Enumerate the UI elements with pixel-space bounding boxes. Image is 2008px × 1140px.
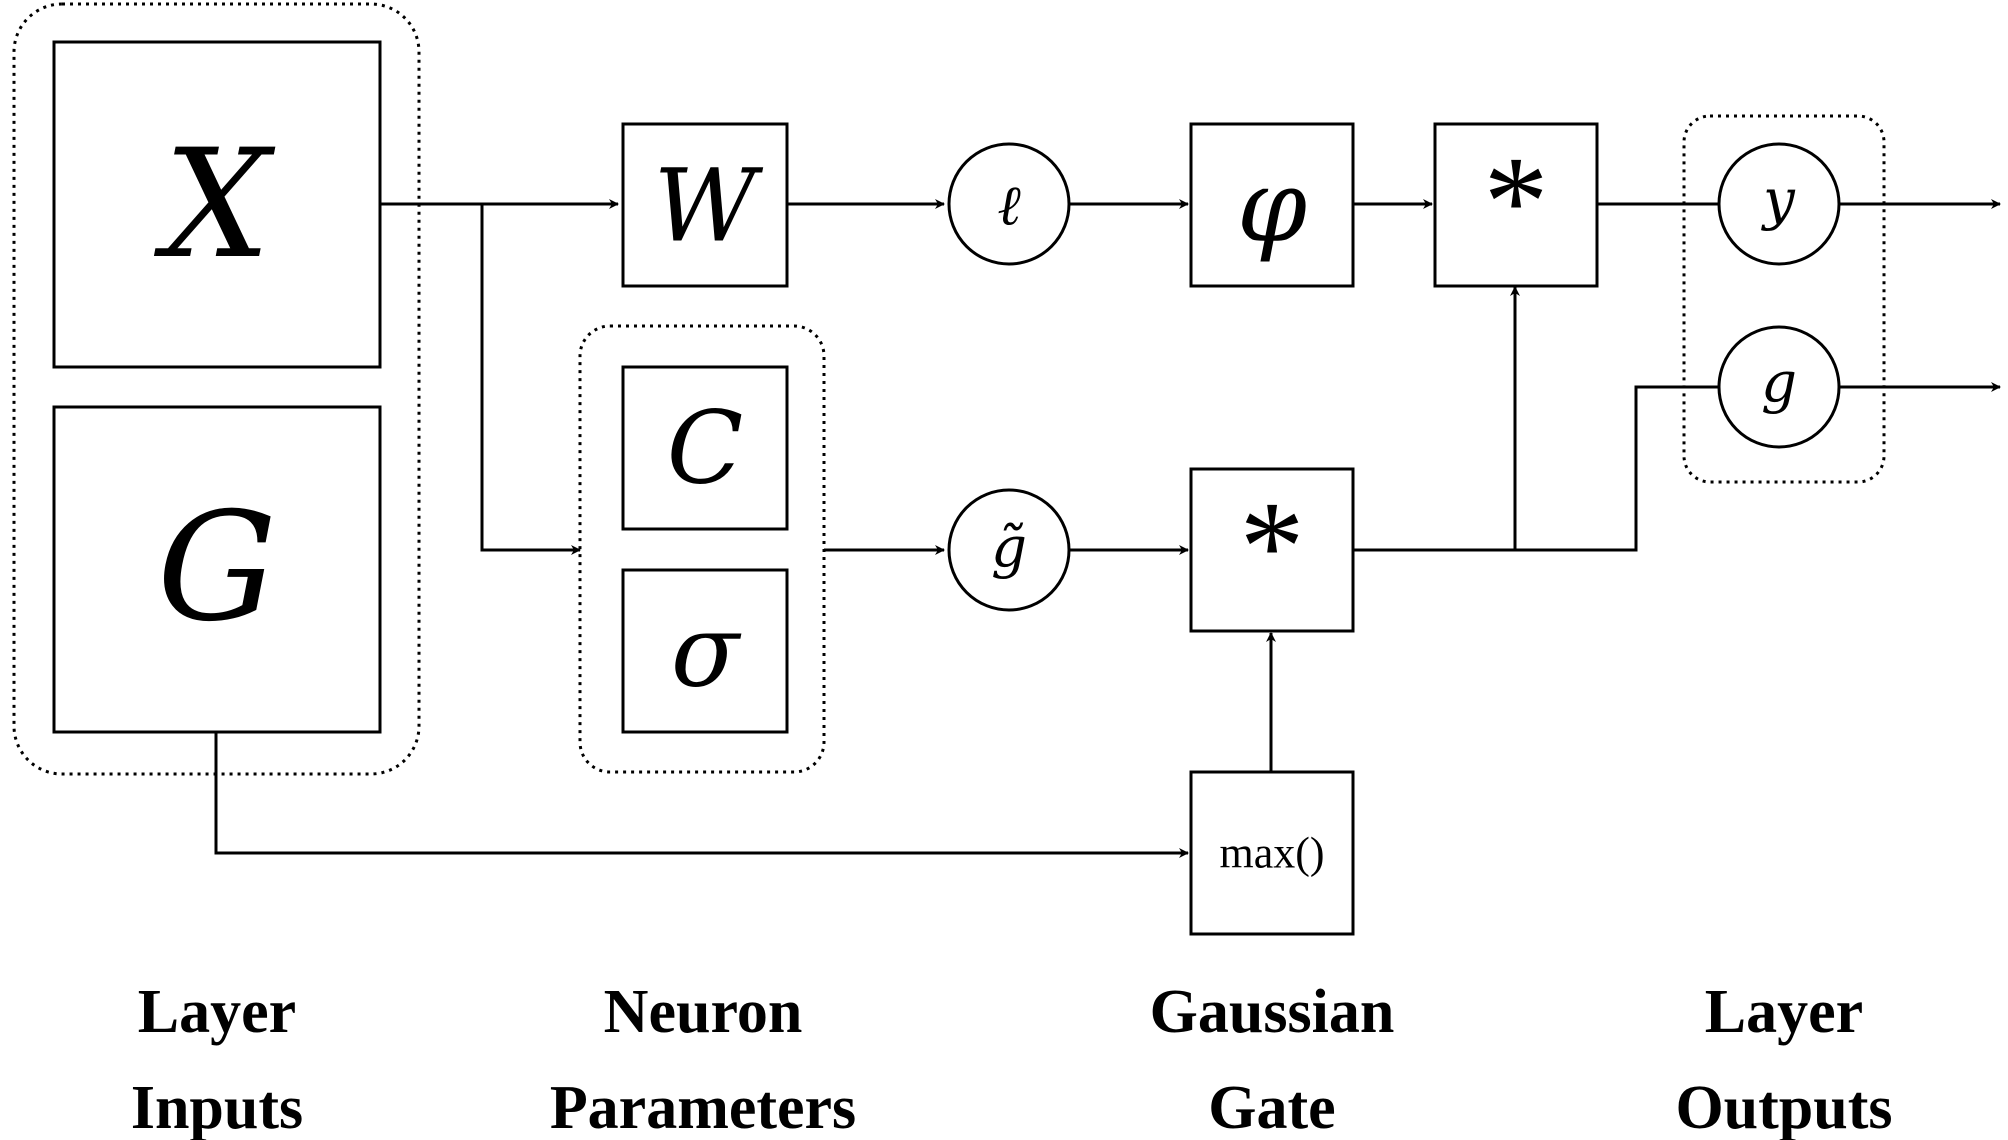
caption-neuron-parameters-line2: Parameters bbox=[550, 1074, 856, 1140]
edge-x-to-params bbox=[480, 204, 581, 555]
g-output-symbol: g bbox=[1761, 351, 1797, 416]
caption-layer-inputs-line1: Layer bbox=[138, 978, 296, 1046]
y-symbol: y bbox=[1760, 168, 1796, 233]
phi-box bbox=[1189, 122, 1355, 288]
c-symbol: C bbox=[667, 390, 744, 507]
caption-gaussian-gate-line1: Gaussian bbox=[1150, 978, 1395, 1046]
caption-neuron-parameters-line1: Neuron bbox=[604, 978, 803, 1046]
max-label: max() bbox=[1219, 829, 1324, 878]
y-node bbox=[1717, 142, 1841, 266]
gate-multiply-symbol: * bbox=[1240, 475, 1305, 619]
g-input-symbol: G bbox=[157, 481, 277, 655]
w-box bbox=[621, 122, 789, 288]
caption-layer-outputs-line1: Layer bbox=[1705, 978, 1863, 1046]
g-input-box bbox=[52, 405, 382, 734]
gate-multiply-box bbox=[1189, 467, 1355, 633]
phi-symbol: φ bbox=[1237, 148, 1307, 265]
caption-layer-inputs-line2: Inputs bbox=[131, 1074, 303, 1140]
g-tilde-node bbox=[947, 488, 1071, 612]
w-symbol: W bbox=[654, 148, 764, 265]
ell-node bbox=[947, 142, 1071, 266]
layer-outputs-group bbox=[1682, 114, 1886, 484]
max-box bbox=[1189, 770, 1355, 936]
g-output-node bbox=[1717, 325, 1841, 449]
edge-g-to-max bbox=[214, 732, 1189, 858]
connectors bbox=[214, 199, 2001, 858]
ell-symbol: ℓ bbox=[997, 174, 1021, 239]
x-box bbox=[52, 40, 382, 369]
output-multiply-box bbox=[1433, 122, 1599, 288]
c-box bbox=[621, 365, 789, 531]
caption-layer-outputs-line2: Outputs bbox=[1675, 1074, 1892, 1140]
edge-gate-out bbox=[1353, 385, 1718, 552]
output-multiply-symbol: * bbox=[1484, 130, 1549, 274]
sigma-box bbox=[621, 568, 789, 734]
caption-layer-outputs: Layer Outputs bbox=[1675, 978, 1892, 1140]
caption-gaussian-gate-line2: Gate bbox=[1208, 1074, 1335, 1140]
caption-neuron-parameters: Neuron Parameters bbox=[550, 978, 856, 1140]
sigma-symbol: σ bbox=[671, 593, 742, 710]
caption-gaussian-gate: Gaussian Gate bbox=[1150, 978, 1395, 1140]
x-symbol: X bbox=[154, 118, 276, 292]
g-tilde-symbol: g̃ bbox=[991, 516, 1027, 581]
caption-layer-inputs: Layer Inputs bbox=[131, 978, 303, 1140]
